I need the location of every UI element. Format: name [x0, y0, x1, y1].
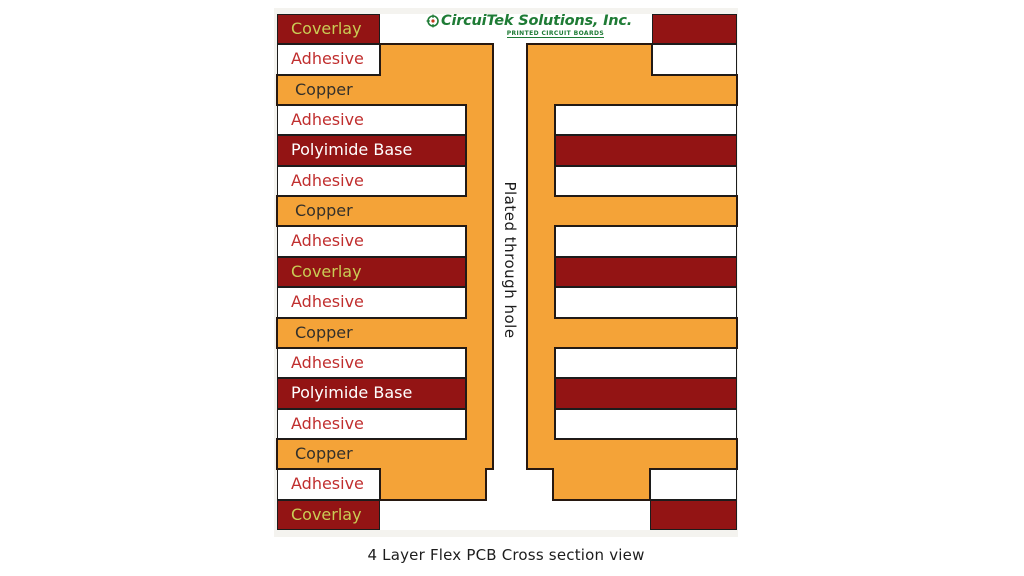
layer-label: Adhesive — [291, 110, 364, 129]
layer-row-coverlay: Coverlay — [277, 500, 380, 530]
layer-row-adhesive-right — [555, 409, 737, 439]
layer-label: Adhesive — [291, 353, 364, 372]
layer-row-adhesive-right — [555, 226, 737, 257]
hole-bore-bg — [493, 44, 527, 469]
layer-row-adhesive: Adhesive — [277, 469, 380, 500]
diagram-caption: 4 Layer Flex PCB Cross section view — [367, 546, 645, 564]
layer-row-adhesive: Adhesive — [277, 348, 466, 378]
plated-through-hole-label: Plated through hole — [501, 181, 519, 339]
layer-label: Coverlay — [291, 505, 362, 524]
layer-label: Adhesive — [291, 171, 364, 190]
layer-row-adhesive: Adhesive — [277, 226, 466, 257]
layer-row-polyimide-right — [555, 135, 737, 166]
layer-row-adhesive: Adhesive — [277, 105, 466, 135]
layer-row-adhesive: Adhesive — [277, 287, 466, 318]
logo-area-bg — [380, 14, 652, 44]
layer-row-adhesive-right — [652, 44, 737, 75]
layer-label: Polyimide Base — [291, 383, 413, 402]
layer-row-adhesive: Adhesive — [277, 44, 380, 75]
layer-row-adhesive-right — [555, 287, 737, 318]
layer-label: Polyimide Base — [291, 140, 413, 159]
circuitek-logo-main: CircuiTek Solutions, Inc. — [426, 13, 632, 29]
layer-label: Adhesive — [291, 474, 364, 493]
layer-label-copper: Copper — [295, 444, 353, 463]
copper-barrel-right — [526, 43, 738, 501]
layer-label: Coverlay — [291, 262, 362, 281]
company-tagline: PRINTED CIRCUIT BOARDS — [506, 30, 605, 38]
layer-label-copper: Copper — [295, 201, 353, 220]
layer-row-adhesive-right — [555, 348, 737, 378]
layer-row-polyimide: Polyimide Base — [277, 378, 466, 409]
layer-row-coverlay-right — [555, 257, 737, 287]
layer-label-copper: Copper — [295, 323, 353, 342]
layer-row-coverlay-right — [650, 500, 737, 530]
company-name: CircuiTek Solutions, Inc. — [441, 13, 633, 29]
hole-bottom-bg — [486, 469, 553, 500]
layer-row-adhesive: Adhesive — [277, 409, 466, 439]
circuitek-logo-icon — [426, 14, 439, 28]
layer-label: Coverlay — [291, 19, 362, 38]
layer-label: Adhesive — [291, 292, 364, 311]
layer-label: Adhesive — [291, 49, 364, 68]
circuitek-logo: CircuiTek Solutions, Inc. PRINTED CIRCUI… — [426, 13, 632, 38]
layer-row-coverlay-right — [652, 14, 737, 44]
layer-row-adhesive: Adhesive — [277, 166, 466, 196]
layer-row-polyimide: Polyimide Base — [277, 135, 466, 166]
bottom-gap-bg — [380, 500, 650, 530]
layer-row-coverlay: Coverlay — [277, 14, 380, 44]
layer-label: Adhesive — [291, 414, 364, 433]
layer-row-adhesive-right — [650, 469, 737, 500]
layer-row-adhesive-right — [555, 105, 737, 135]
layer-row-coverlay: Coverlay — [277, 257, 466, 287]
layer-label-copper: Copper — [295, 80, 353, 99]
layer-row-polyimide-right — [555, 378, 737, 409]
layer-label: Adhesive — [291, 231, 364, 250]
layer-row-adhesive-right — [555, 166, 737, 196]
